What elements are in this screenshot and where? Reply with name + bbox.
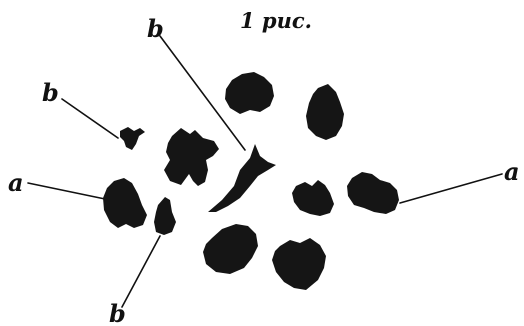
particle-small-b-left [120, 127, 145, 150]
particle-top-right [306, 84, 344, 140]
label-a-right: a [504, 157, 520, 186]
leader-line-a-right [400, 174, 502, 203]
particle-top-center [225, 72, 274, 114]
particle-bottom-center [203, 224, 258, 274]
particle-b-spike [208, 144, 276, 212]
particle-cross [164, 128, 219, 186]
particle-bottom-right [272, 238, 326, 290]
particle-mid-right [292, 180, 334, 216]
leader-line-b-bottom [122, 236, 160, 307]
leader-line-b-left [62, 99, 118, 138]
particle-a-left [103, 178, 147, 228]
label-b-left: b [42, 78, 59, 107]
label-a-left: a [8, 168, 24, 197]
particle-b-bottom [154, 197, 176, 235]
leader-line-a-left [28, 183, 105, 199]
particle-a-right [347, 172, 399, 214]
figure-title: 1 рис. [240, 8, 312, 33]
